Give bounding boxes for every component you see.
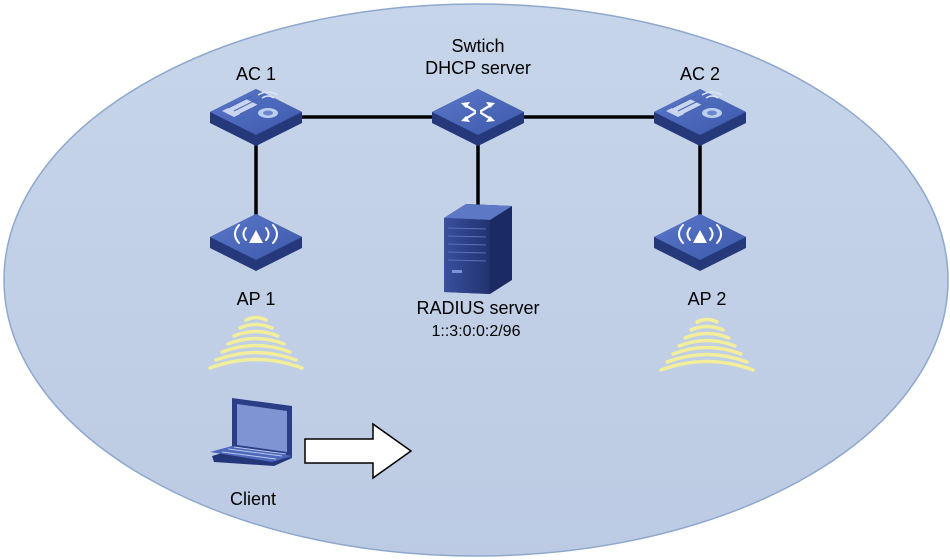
roam-arrow bbox=[304, 422, 413, 480]
client-label: Client bbox=[229, 489, 277, 509]
access-point-icon bbox=[654, 214, 746, 271]
ap1-label: AP 1 bbox=[236, 289, 276, 309]
radius-server-device bbox=[444, 204, 512, 294]
radius-label-line2: 1::3:0:0:2/96 bbox=[431, 323, 521, 340]
ac1-device bbox=[210, 89, 302, 146]
access-point-icon bbox=[210, 214, 302, 271]
switch-label-line2: DHCP server bbox=[425, 58, 531, 78]
wireless-signal-icon bbox=[208, 315, 304, 370]
ap2-signal bbox=[659, 317, 755, 372]
ap1-device bbox=[210, 214, 302, 271]
server-tower-icon bbox=[444, 204, 512, 294]
switch-label-line1: Swtich bbox=[451, 36, 505, 56]
ap1-signal bbox=[208, 315, 304, 370]
access-controller-icon bbox=[654, 89, 746, 146]
switch-icon bbox=[432, 89, 524, 146]
links bbox=[254, 115, 702, 218]
ac1-label: AC 1 bbox=[235, 64, 277, 84]
ap2-label: AP 2 bbox=[687, 289, 727, 309]
ac2-label: AC 2 bbox=[679, 64, 721, 84]
access-controller-icon bbox=[210, 89, 302, 146]
laptop-icon bbox=[210, 398, 292, 466]
switch-device bbox=[432, 89, 524, 146]
ac2-device bbox=[654, 89, 746, 146]
wireless-signal-icon bbox=[659, 317, 755, 372]
radius-label-line1: RADIUS server bbox=[416, 298, 540, 318]
right-arrow-icon bbox=[304, 422, 413, 480]
ap2-device bbox=[654, 214, 746, 271]
client-device bbox=[210, 398, 292, 466]
